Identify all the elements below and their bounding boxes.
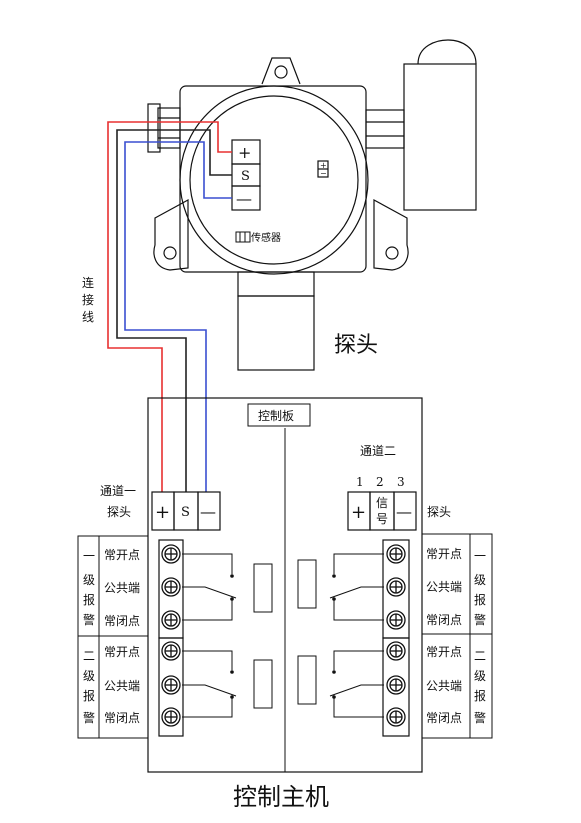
control-board-label-box [247,403,311,427]
sensor-label: 传感器 [251,231,281,244]
left-l1-nc: 常闭点 [104,614,140,628]
screw-icon [161,675,181,695]
probe-marker-plus: + [320,161,327,170]
channel2-name: 通道二 [360,444,396,458]
right-l2-nc: 常闭点 [426,711,462,725]
right-screw-terminals [382,539,410,737]
probe-terminal-s: S [241,169,250,184]
screw-icon [161,610,181,630]
left-l2-char-2: 级 [83,669,95,683]
channel2-terminal-signal-1: 信 [376,496,388,510]
screw-icon [161,577,181,597]
sensor-icon [235,231,251,243]
channel2-terminal-plus: + [351,502,366,523]
left-l1-char-2: 级 [83,573,95,587]
left-l2-char-4: 警 [83,710,95,725]
channel1-terminal-block [151,491,221,531]
right-l1-no: 常开点 [426,547,462,561]
channel1-terminal-minus: — [200,502,216,521]
channel2-number-2: 2 [376,475,384,489]
probe-marker-minus: − [320,169,327,178]
channel1-terminal-s: S [181,505,190,520]
cable-label-2: 接 [82,292,94,307]
right-l1-char-4: 警 [474,612,486,627]
right-l2-char-1: 二 [474,649,486,663]
screw-icon [161,707,181,727]
screw-icon [386,544,406,564]
channel2-number-1: 1 [356,475,364,489]
cable-label-3: 线 [82,310,94,324]
right-alarm-panels [421,533,493,739]
left-l1-char-1: 一 [83,549,95,563]
relay-circuits [182,553,384,718]
left-l2-nc: 常闭点 [104,711,140,725]
channel1-name: 通道一 [100,484,136,498]
probe-terminal-minus: — [236,189,252,208]
control-board-label: 控制板 [258,409,294,423]
relay-contact-dots [230,574,336,699]
screw-icon [386,641,406,661]
left-alarm-panels [77,535,149,739]
left-l1-char-3: 报 [83,592,95,607]
screw-icon [161,544,181,564]
wire-signal [116,129,232,492]
channel2-terminal-signal-2: 号 [376,512,388,526]
probe-terminal-plus: + [238,143,251,162]
screw-icon [161,641,181,661]
channel2-probe-label: 探头 [427,505,451,519]
probe-title: 探头 [334,333,378,358]
left-l2-com: 公共端 [104,679,140,693]
left-l2-no: 常开点 [104,645,140,659]
left-l2-char-1: 二 [83,649,95,663]
screw-icon [386,707,406,727]
channel2-terminal-minus: — [396,502,412,521]
right-l2-no: 常开点 [426,645,462,659]
right-l1-com: 公共端 [426,580,462,594]
right-l2-char-4: 警 [474,710,486,725]
channel1-terminal-plus: + [155,502,170,523]
left-l1-char-4: 警 [83,612,95,627]
right-l2-char-3: 报 [474,688,486,703]
control-unit-title: 控制主机 [233,783,329,811]
channel2-number-3: 3 [397,475,405,489]
left-l2-char-3: 报 [83,688,95,703]
right-l1-char-3: 报 [474,592,486,607]
screw-icon [386,577,406,597]
channel1-probe-label: 探头 [107,505,131,519]
wire-positive [107,121,232,492]
screw-icon [386,675,406,695]
left-screw-terminals [158,539,184,737]
screw-icon [386,610,406,630]
right-l1-nc: 常闭点 [426,613,462,627]
left-l1-com: 公共端 [104,581,140,595]
left-l1-no: 常开点 [104,548,140,562]
screw-icons [161,544,406,727]
right-l1-char-2: 级 [474,573,486,587]
right-l1-char-1: 一 [474,549,486,563]
probe-housing [147,39,477,371]
wire-negative [124,141,232,492]
cable-label-1: 连 [82,275,94,290]
right-l2-char-2: 级 [474,669,486,683]
channel2-terminal-block [347,491,417,531]
right-l2-com: 公共端 [426,679,462,693]
